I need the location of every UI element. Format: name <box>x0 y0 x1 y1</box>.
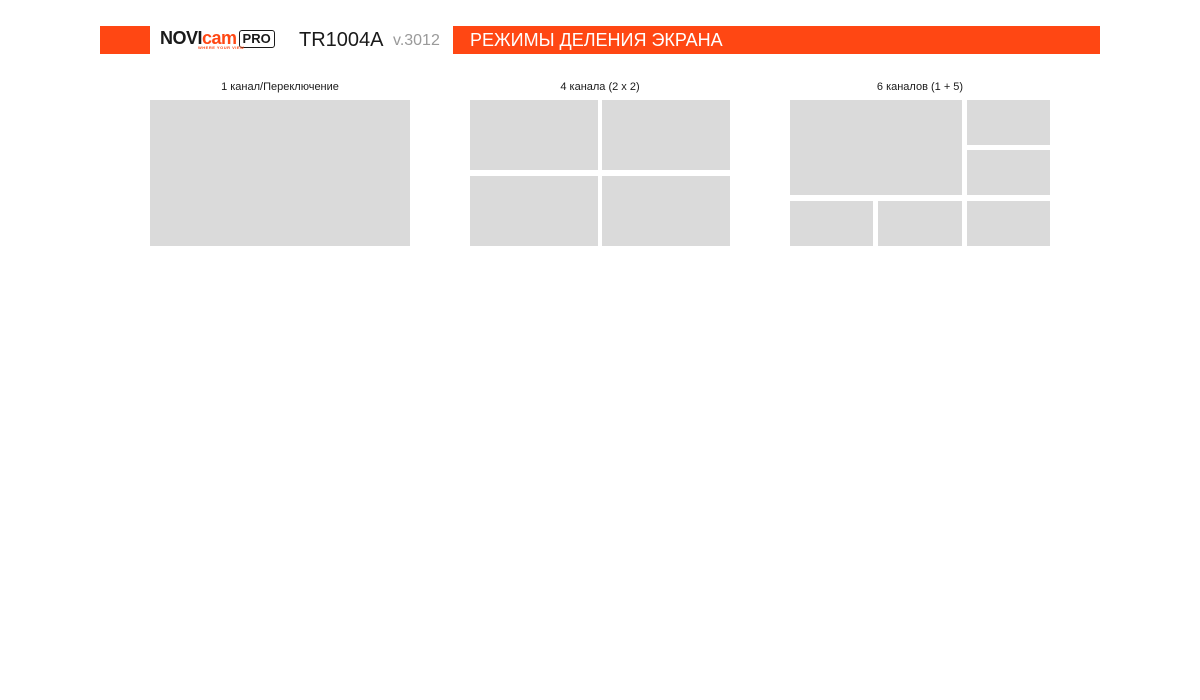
channel-tile <box>470 176 598 246</box>
model-name: TR1004A <box>299 29 384 51</box>
mode-quad-channel: 4 канала (2 x 2) <box>470 80 730 246</box>
mode-label: 1 канал/Переключение <box>221 81 339 93</box>
layout-diagram-4 <box>470 100 730 246</box>
mode-label: 4 канала (2 x 2) <box>560 81 640 93</box>
header-accent-block <box>100 26 150 54</box>
layout-diagram-1 <box>150 100 410 246</box>
brand-logo-wordmark: NOVIcam WHERE YOUR VIEW <box>160 28 244 50</box>
channel-tile <box>790 201 873 246</box>
channel-tile <box>967 201 1050 246</box>
brand-logo: NOVIcam WHERE YOUR VIEW PRO <box>160 29 275 51</box>
brand-logo-tagline: WHERE YOUR VIEW <box>198 45 245 50</box>
version-label: v.3012 <box>393 32 440 49</box>
channel-tile <box>602 100 730 170</box>
channel-tile-main <box>790 100 962 195</box>
mode-six-channel: 6 каналов (1 + 5) <box>790 80 1050 246</box>
brand-logo-part-a: NOVI <box>160 28 203 48</box>
section-title: РЕЖИМЫ ДЕЛЕНИЯ ЭКРАНА <box>470 30 723 50</box>
channel-tile <box>967 150 1050 195</box>
channel-tile <box>602 176 730 246</box>
section-title-banner: РЕЖИМЫ ДЕЛЕНИЯ ЭКРАНА <box>453 26 1100 54</box>
mode-single-channel: 1 канал/Переключение <box>150 80 410 246</box>
brand-logo-part-b: cam <box>202 28 237 48</box>
channel-tile <box>878 201 962 246</box>
layout-diagram-6 <box>790 100 1050 246</box>
channel-tile <box>470 100 598 170</box>
channel-tile <box>150 100 410 246</box>
brand-logo-pro-badge: PRO <box>238 30 275 48</box>
mode-label: 6 каналов (1 + 5) <box>876 81 964 93</box>
channel-tile <box>967 100 1050 145</box>
